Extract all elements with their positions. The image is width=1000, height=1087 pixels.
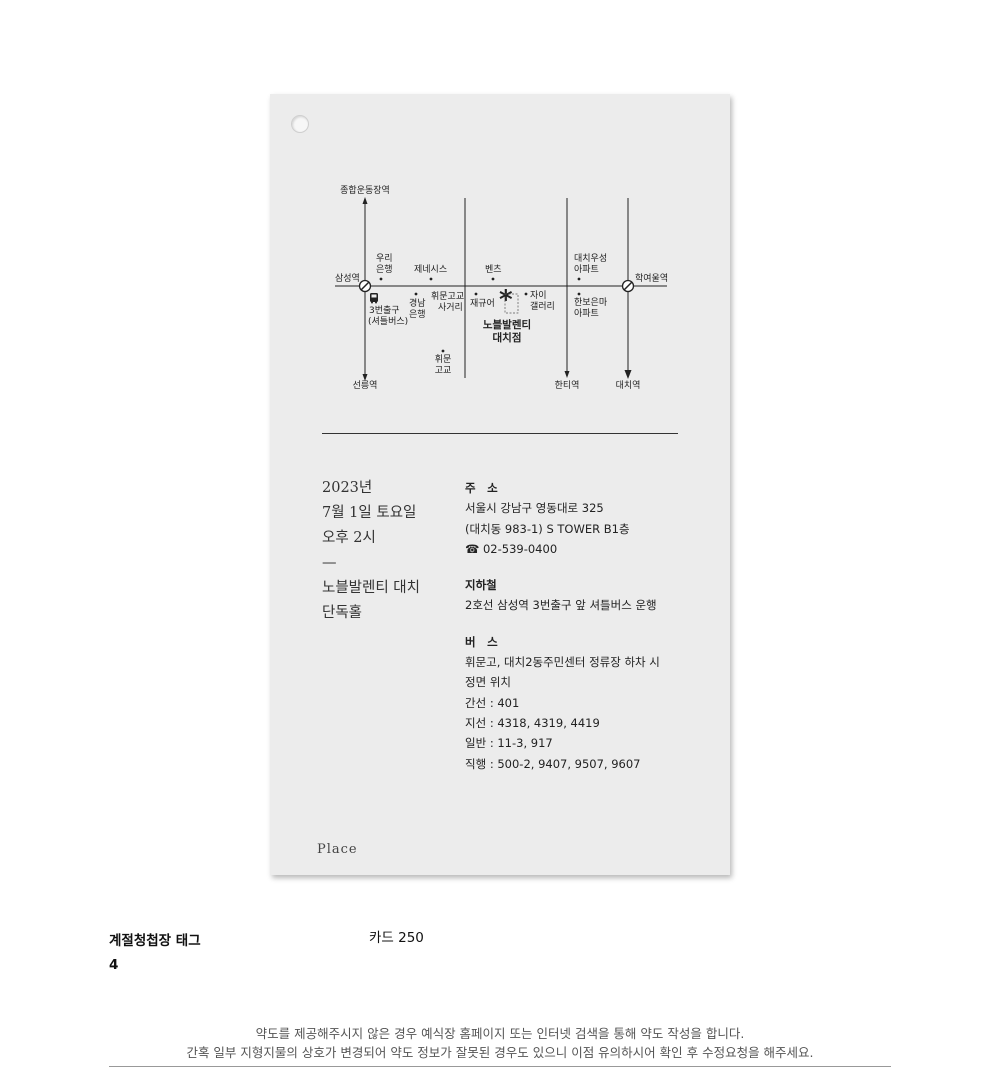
event-datetime: 2023년 7월 1일 토요일 오후 2시 — 노블발렌티 대치 단독홀 <box>322 476 420 626</box>
label-genesis: 제네시스 <box>414 264 447 275</box>
subway-station-icon <box>621 279 635 293</box>
bus-line5: 일반 : 11-3, 917 <box>465 736 553 751</box>
bus-line1: 휘문고, 대치2동주민센터 정류장 하차 시 <box>465 655 660 670</box>
event-venue-line1: 노블발렌티 대치 <box>322 580 420 596</box>
landmark-dots <box>379 277 581 353</box>
bus-icon <box>370 293 378 304</box>
address-heading: 주 소 <box>465 481 498 495</box>
label-top-station: 종합운동장역 <box>340 185 390 196</box>
svg-text:*: * <box>499 285 513 315</box>
label-exit3-1: 3번출구 <box>369 305 400 316</box>
label-bottom-left-station: 선릉역 <box>353 380 378 391</box>
label-hwimun-intersection-2: 사거리 <box>438 302 463 313</box>
product-number: 4 <box>109 957 119 973</box>
label-daechi-woosung-2: 아파트 <box>574 264 599 275</box>
product-caption: 계절청첩장 태그 4 <box>109 929 201 977</box>
label-venue-1: 노블발렌티 <box>483 318 531 331</box>
arrow-down-icon <box>362 374 368 381</box>
label-xi-gallery-1: 자이 <box>530 290 547 301</box>
label-benz: 벤츠 <box>485 264 502 275</box>
label-hwimun-school-1: 휘문 <box>435 354 452 365</box>
address-line2: (대치동 983-1) S TOWER B1층 <box>465 521 630 536</box>
event-day: 7월 1일 토요일 <box>322 505 417 521</box>
bus-line4: 지선 : 4318, 4319, 4419 <box>465 715 600 730</box>
label-right-station: 학여울역 <box>635 272 668 284</box>
label-hwimun-intersection-1: 휘문고교 <box>431 291 464 302</box>
section-divider <box>322 433 678 434</box>
label-hwimun-school-2: 고교 <box>435 366 452 376</box>
label-daechi-woosung-1: 대치우성 <box>574 252 607 264</box>
label-kyungnam-bank-2: 은행 <box>409 308 426 320</box>
label-bottom-mid-station: 한티역 <box>555 380 580 391</box>
venue-asterisk-icon: * <box>499 285 519 315</box>
punch-hole <box>291 115 309 133</box>
address-phone: ☎ 02-539-0400 <box>465 541 558 556</box>
subway-station-icon <box>358 279 372 293</box>
label-venue-2: 대치점 <box>493 331 522 344</box>
bus-line6: 직행 : 500-2, 9407, 9507, 9607 <box>465 756 641 771</box>
bus-line3: 간선 : 401 <box>465 695 520 710</box>
bottom-rule <box>109 1066 891 1067</box>
event-dash: — <box>322 555 337 571</box>
product-name: 계절청첩장 태그 <box>109 933 201 949</box>
label-exit3-2: (셔틀버스) <box>368 316 408 327</box>
subway-line1: 2호선 삼성역 3번출구 앞 셔틀버스 운행 <box>465 598 657 613</box>
label-hanbo-eunma-1: 한보은마 <box>574 297 608 308</box>
event-date: 2023년 <box>322 480 373 496</box>
location-map: * 종합운동장역 선릉역 삼성역 학여울역 한티역 대치역 우리 은행 제네시스… <box>335 185 668 391</box>
card-footer-place: Place <box>317 842 358 857</box>
label-xi-gallery-2: 갤러리 <box>530 300 555 312</box>
label-bottom-right-station: 대치역 <box>616 379 641 391</box>
label-woori-bank-1: 우리 <box>376 253 393 264</box>
label-hanbo-eunma-2: 아파트 <box>574 308 599 319</box>
label-woori-bank-2: 은행 <box>376 263 393 275</box>
label-jaguar: 재규어 <box>470 298 495 309</box>
notice-line2: 간혹 일부 지형지물의 상호가 변경되어 약도 정보가 잘못된 경우도 있으니 … <box>186 1045 814 1060</box>
address-line1: 서울시 강남구 영동대로 325 <box>465 501 604 516</box>
subway-heading: 지하철 <box>465 578 497 593</box>
invitation-tag-card: * 종합운동장역 선릉역 삼성역 학여울역 한티역 대치역 우리 은행 제네시스… <box>270 94 730 875</box>
event-time: 오후 2시 <box>322 530 376 546</box>
arrow-down-icon <box>564 371 570 378</box>
label-left-station: 삼성역 <box>335 273 360 284</box>
paper-spec: 카드 250 <box>369 930 424 946</box>
arrow-down-icon <box>624 370 632 379</box>
arrow-up-icon <box>362 197 368 204</box>
bus-heading: 버 스 <box>465 634 498 649</box>
bus-line2: 정면 위치 <box>465 675 511 690</box>
event-venue-line2: 단독홀 <box>322 605 363 621</box>
notice-line1: 약도를 제공해주시지 않은 경우 예식장 홈페이지 또는 인터넷 검색을 통해 … <box>255 1026 745 1041</box>
label-kyungnam-bank-1: 경남 <box>409 297 426 309</box>
directions-info: 주 소 서울시 강남구 영동대로 325 (대치동 983-1) S TOWER… <box>465 478 660 774</box>
